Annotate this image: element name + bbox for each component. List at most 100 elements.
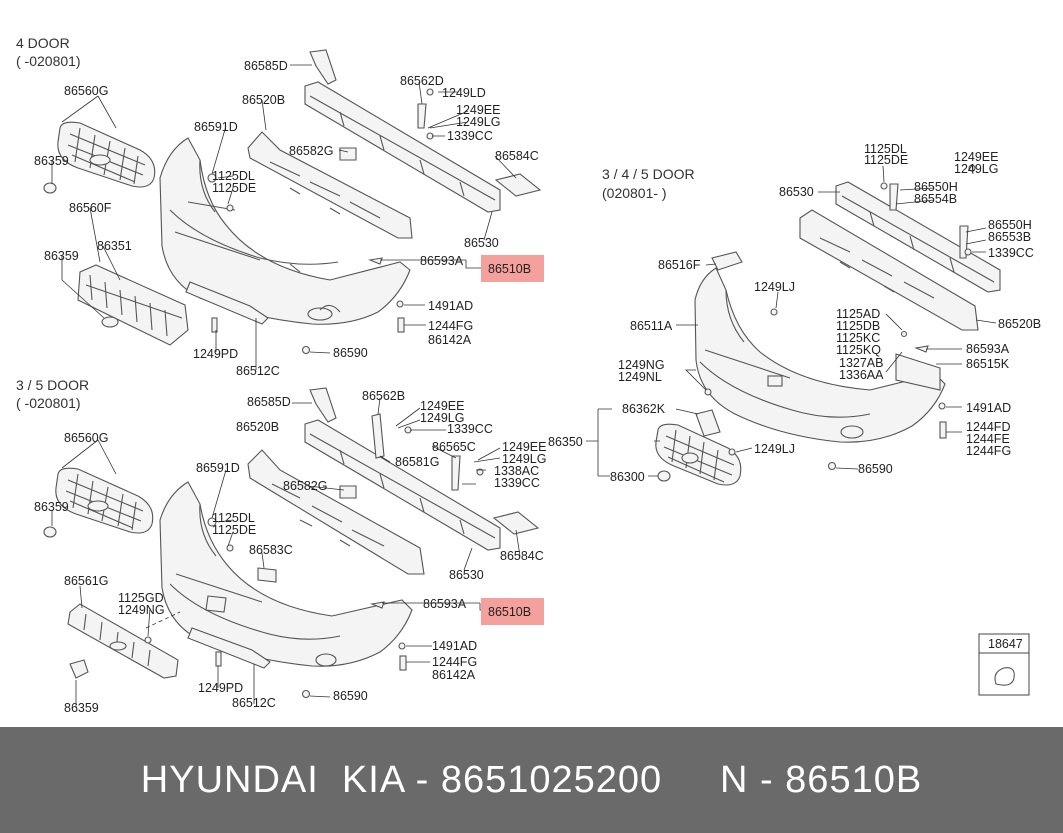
bracket-86582G-3-5door [339, 485, 357, 499]
front-bumper-86511A [694, 267, 946, 443]
clip-86590-new [827, 461, 837, 471]
label-1125DL-4door: 1125DL [212, 169, 255, 183]
label-1125GD: 1125GD [118, 591, 164, 605]
bracket-86584C-4door [494, 173, 542, 197]
footer-bar: HYUNDAI KIA - 8651025200 N - 86510B [0, 727, 1063, 833]
label-86583C: 86583C [249, 543, 293, 557]
label-86300: 86300 [610, 470, 645, 484]
lower-grille-86351 [77, 264, 189, 346]
label-1249LG-3-5door-a: 1249LG [420, 411, 464, 425]
nut-1339CC-new [964, 248, 972, 256]
label-86590-4door: 86590 [333, 346, 368, 360]
nut-1491AD-4door [396, 300, 404, 308]
label-1125KC: 1125KC [836, 331, 880, 345]
label-86585D-3-5door: 86585D [247, 395, 291, 409]
label-1125DB: 1125DB [836, 319, 880, 333]
bracket-86585D-4door [309, 49, 337, 85]
energy-absorber-86520B-new [799, 209, 979, 331]
bolt-1249LD [426, 88, 434, 96]
label-86582G-3-5door: 86582G [283, 479, 327, 493]
label-86142A-3-5door: 86142A [432, 668, 476, 682]
label-1125DL-new: 1125DL [864, 142, 907, 156]
label-1491AD-new: 1491AD [966, 401, 1011, 415]
callout-label-18647: 18647 [988, 637, 1023, 651]
screw-1125GD [144, 636, 152, 644]
label-1125AD: 1125AD [836, 307, 880, 321]
section-date-3-5-door: ( -020801) [16, 395, 81, 411]
label-86553B: 86553B [988, 230, 1031, 244]
label-86515K: 86515K [966, 357, 1010, 371]
label-1249LG-new: 1249LG [954, 162, 998, 176]
highlight-box-3-5door [481, 598, 544, 625]
label-86554B: 86554B [914, 192, 957, 206]
label-1244FG-new: 1244FG [966, 444, 1011, 458]
label-86550H-upper: 86550H [914, 180, 958, 194]
label-86593A-3-5door: 86593A [423, 597, 467, 611]
section-title-3-4-5-door: 3 / 4 / 5 DOOR [602, 166, 695, 182]
label-86550H-lower: 86550H [988, 218, 1032, 232]
grille-86350 [655, 423, 742, 486]
label-86359-3-5door-b: 86359 [64, 701, 99, 715]
label-86591D-3-5door: 86591D [196, 461, 240, 475]
energy-absorber-86520B-4door [247, 131, 413, 239]
label-86584C-4door: 86584C [495, 149, 539, 163]
label-86520B-4door: 86520B [242, 93, 285, 107]
bracket-86565C [451, 455, 461, 491]
bracket-86516F [711, 251, 743, 271]
footer-part-number: HYUNDAI KIA - 8651025200 N - 86510B [140, 758, 923, 801]
label-86142A-4door: 86142A [428, 333, 472, 347]
label-1338AC: 1338AC [494, 464, 539, 478]
label-86362K: 86362K [622, 402, 666, 416]
label-1249LG-4door: 1249LG [456, 115, 500, 129]
screw-1125DL-new [880, 182, 888, 190]
label-1249LJ-lower: 1249LJ [754, 442, 795, 456]
label-1125DL-3-5door: 1125DL [212, 511, 255, 525]
bolt-1244FD [939, 421, 947, 439]
grille-86560G-4door [57, 121, 156, 188]
label-86590-3-5door: 86590 [333, 689, 368, 703]
label-86359-4door-a: 86359 [34, 154, 69, 168]
label-1249NL: 1249NL [618, 370, 662, 384]
label-1125DE-4door: 1125DE [212, 181, 256, 195]
bolt-1249NG-new [704, 388, 712, 396]
under-cover-86512C-3-5door [187, 627, 271, 669]
label-86560G-4door: 86560G [64, 84, 108, 98]
label-1339CC-3-5door-b: 1339CC [494, 476, 540, 490]
label-1244FG-4door: 1244FG [428, 319, 473, 333]
label-1339CC-4door: 1339CC [447, 129, 493, 143]
label-86510B-3-5door: 86510B [488, 605, 531, 619]
label-86584C-3-5door: 86584C [500, 549, 544, 563]
clip-86590-4door [301, 345, 311, 355]
label-1249LG-3-5door-b: 1249LG [502, 452, 546, 466]
bracket-86562B [371, 413, 385, 459]
label-1327AB: 1327AB [839, 356, 883, 370]
bolt-1244FG-4door [397, 317, 405, 333]
label-86530-3-5door: 86530 [449, 568, 484, 582]
screw-1125DL-4door [226, 204, 234, 212]
screw-1249PD-4door [211, 317, 218, 333]
section-title-4-door: 4 DOOR [16, 35, 70, 51]
label-86593A-new: 86593A [966, 342, 1010, 356]
seal-86593A-4door [367, 257, 383, 265]
label-86359-3-5door-a: 86359 [34, 500, 69, 514]
label-1249NG-new: 1249NG [618, 358, 665, 372]
label-1339CC-new: 1339CC [988, 246, 1034, 260]
under-cover-86512C-4door [185, 281, 269, 325]
label-1125DE-new: 1125DE [864, 153, 908, 167]
label-86582G-4door: 86582G [289, 144, 333, 158]
label-86560F: 86560F [69, 201, 112, 215]
emblem-86359-3-5door-b [69, 659, 89, 679]
label-86562D: 86562D [400, 74, 444, 88]
bumper-beam-86530-3-5door [304, 419, 501, 551]
screw-1125AD [900, 330, 908, 338]
bracket-86583C [257, 567, 277, 583]
label-86530-4door: 86530 [464, 236, 499, 250]
label-1125DE-3-5door: 1125DE [212, 523, 256, 537]
label-86590-new: 86590 [858, 462, 893, 476]
bracket-86582G-4door [339, 147, 357, 161]
label-86510B-4door: 86510B [488, 262, 531, 276]
label-86520B-3-5door: 86520B [236, 420, 279, 434]
section-title-3-5-door: 3 / 5 DOOR [16, 377, 89, 393]
bracket-86362K [695, 409, 721, 437]
front-bumper-86510B-4door [159, 137, 411, 325]
